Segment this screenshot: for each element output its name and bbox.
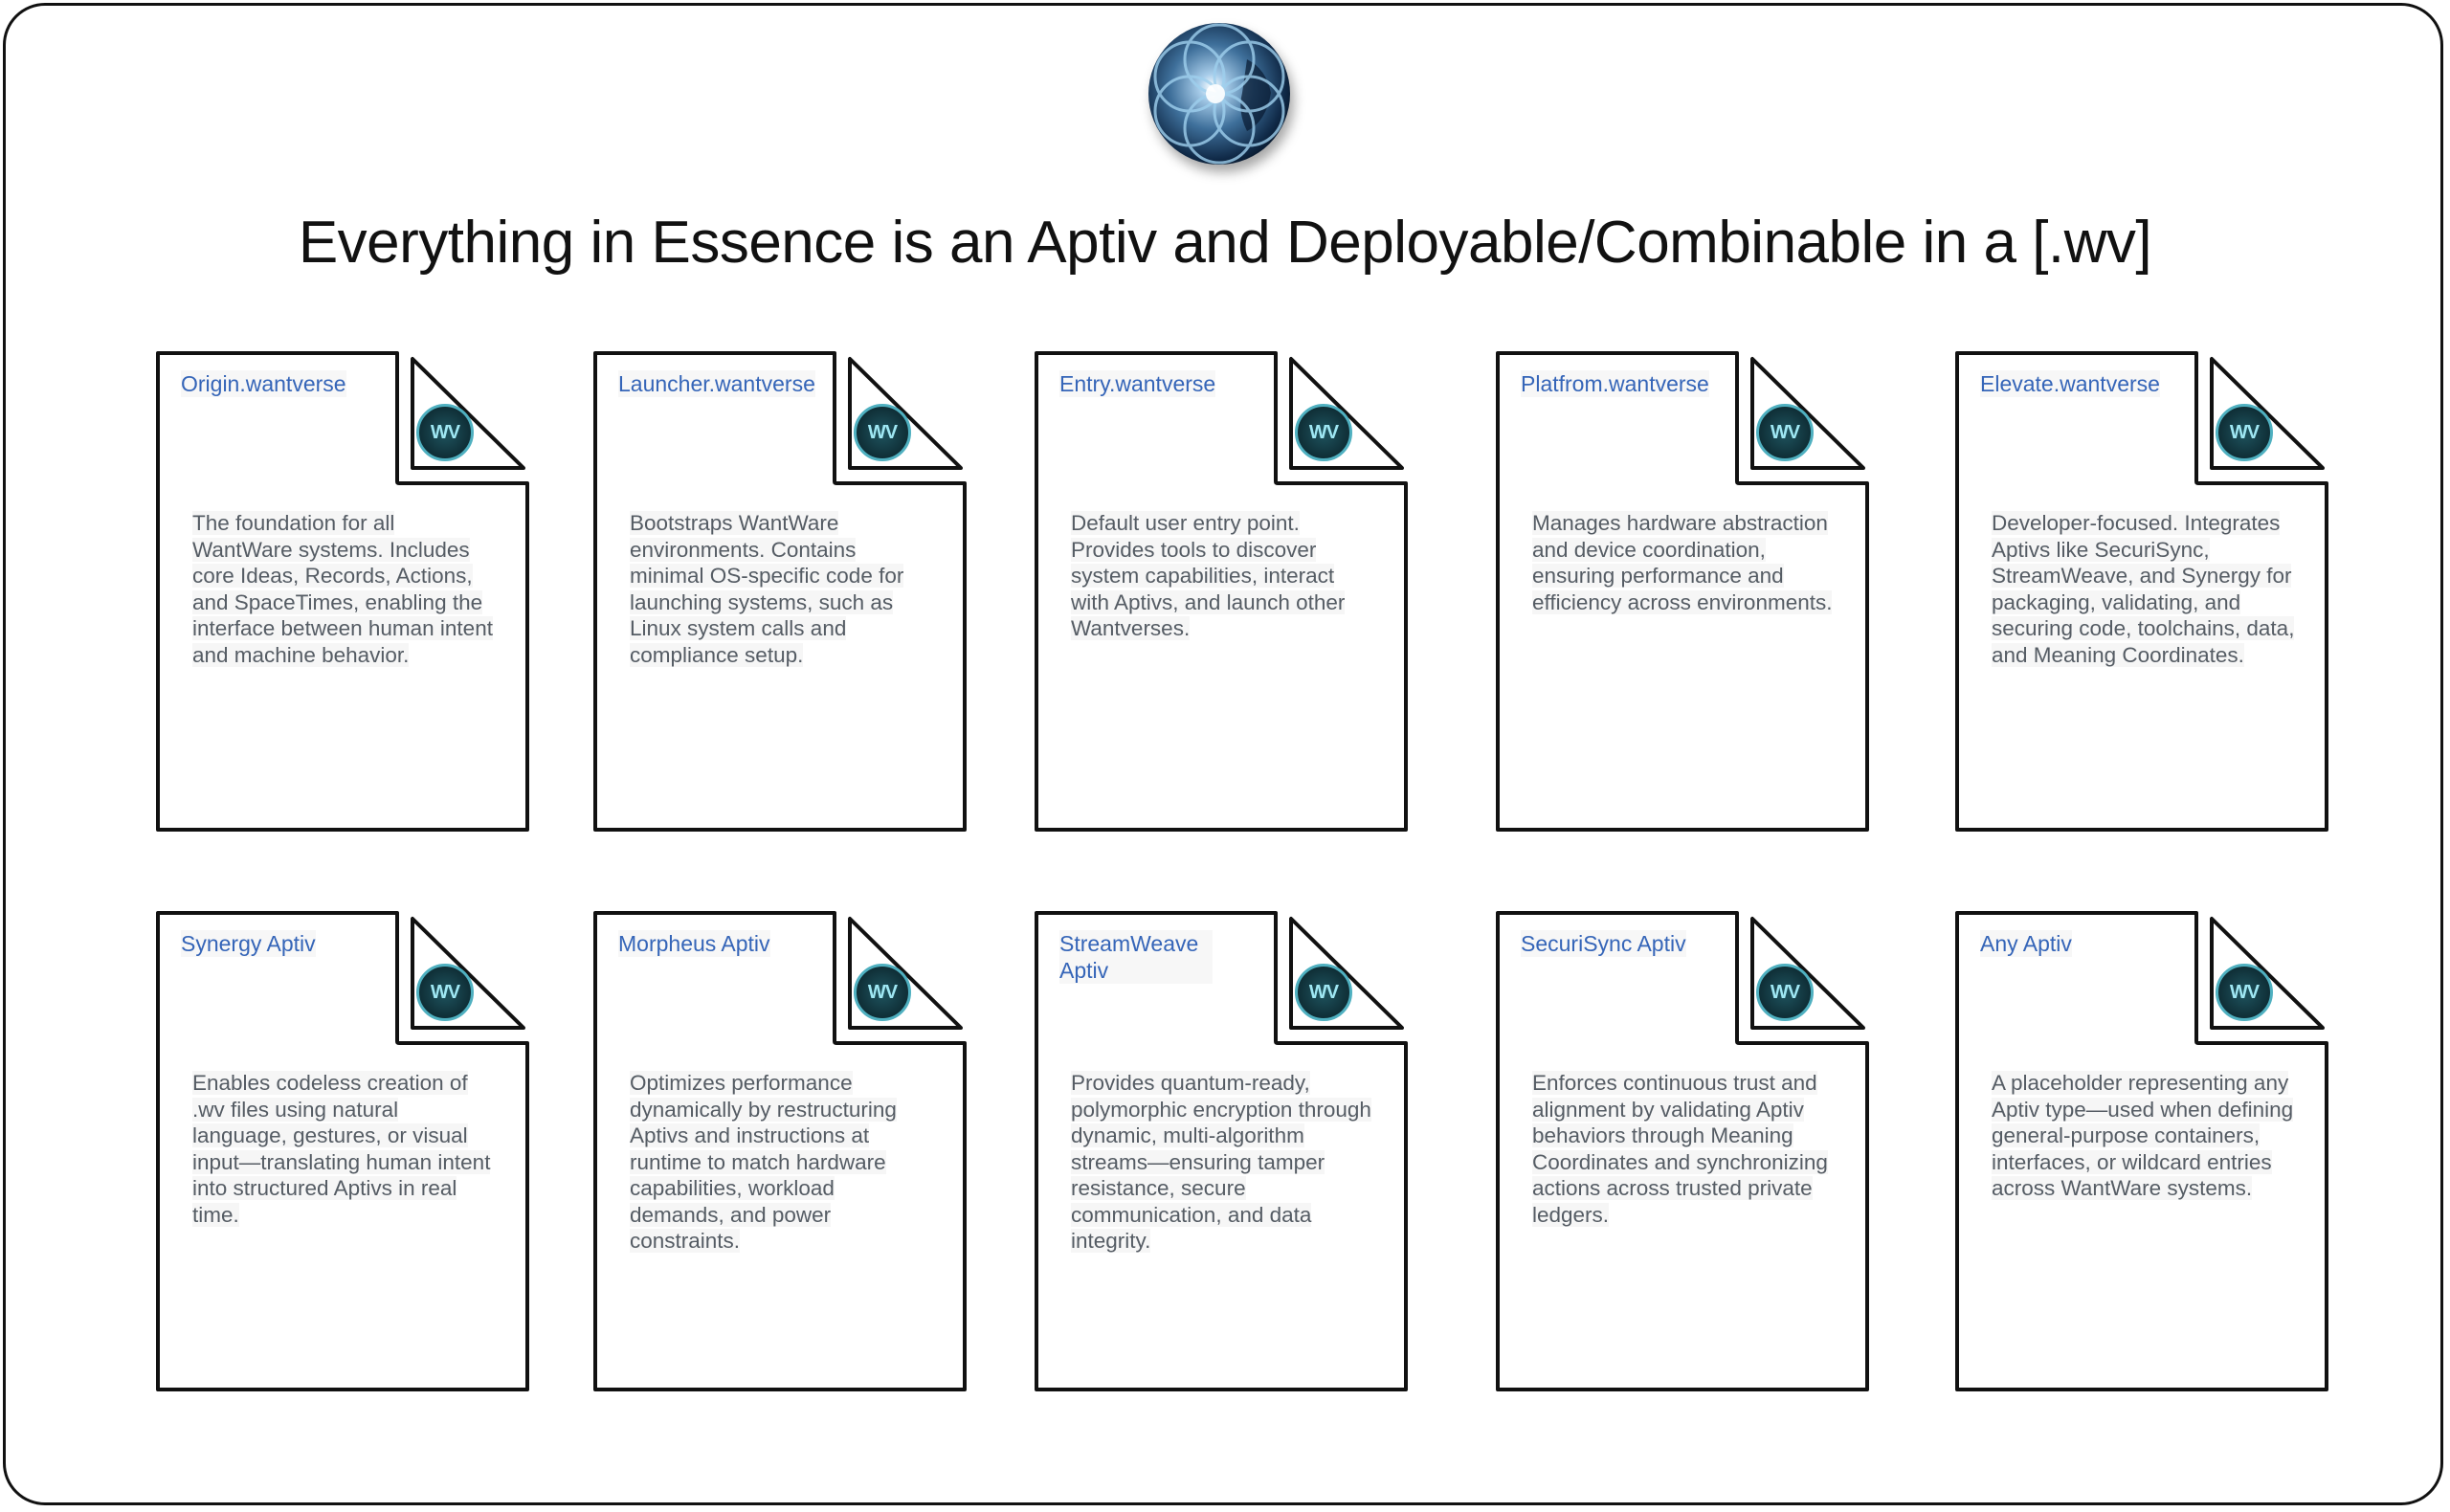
card-title: StreamWeave Aptiv (1059, 930, 1213, 984)
card-title: Launcher.wantverse (618, 370, 815, 397)
wv-badge-icon: WV (854, 404, 911, 461)
card-title: SecuriSync Aptiv (1521, 930, 1686, 957)
card-title: Origin.wantverse (181, 370, 346, 397)
wv-badge-icon: WV (1295, 964, 1352, 1021)
card-description-text: Default user entry point. Provides tools… (1071, 511, 1346, 640)
wv-badge-icon: WV (1756, 964, 1814, 1021)
document-card: WV StreamWeave Aptiv Provides quantum-re… (1035, 911, 1410, 1393)
wv-badge-icon: WV (1756, 404, 1814, 461)
wv-badge-icon: WV (2216, 964, 2273, 1021)
card-description: Manages hardware abstraction and device … (1532, 510, 1837, 615)
card-description: A placeholder representing any Aptiv typ… (1992, 1070, 2296, 1202)
card-description-text: Bootstraps WantWare environments. Contai… (630, 511, 904, 667)
card-description-text: Developer-focused. Integrates Aptivs lik… (1992, 511, 2295, 667)
card-description: Default user entry point. Provides tools… (1071, 510, 1375, 642)
card-title: Any Aptiv (1980, 930, 2072, 957)
wv-badge-icon: WV (1295, 404, 1352, 461)
document-card: WV Launcher.wantverse Bootstraps WantWar… (593, 351, 969, 834)
card-title: Morpheus Aptiv (618, 930, 770, 957)
wv-badge-icon: WV (416, 964, 474, 1021)
document-card: WV Morpheus Aptiv Optimizes performance … (593, 911, 969, 1393)
document-card: WV Synergy Aptiv Enables codeless creati… (156, 911, 531, 1393)
card-title: Synergy Aptiv (181, 930, 316, 957)
card-description: Provides quantum-ready, polymorphic encr… (1071, 1070, 1375, 1255)
card-description: Bootstraps WantWare environments. Contai… (630, 510, 934, 668)
document-card: WV Entry.wantverse Default user entry po… (1035, 351, 1410, 834)
card-description-text: Optimizes performance dynamically by res… (630, 1071, 897, 1253)
wv-badge-icon: WV (2216, 404, 2273, 461)
card-description-text: The foundation for all WantWare systems.… (192, 511, 493, 667)
card-description: The foundation for all WantWare systems.… (192, 510, 497, 668)
canvas-frame (3, 3, 2443, 1505)
card-title: Platfrom.wantverse (1521, 370, 1709, 397)
card-description: Optimizes performance dynamically by res… (630, 1070, 934, 1255)
card-description-text: A placeholder representing any Aptiv typ… (1992, 1071, 2294, 1200)
card-description-text: Provides quantum-ready, polymorphic encr… (1071, 1071, 1371, 1253)
document-card: WV SecuriSync Aptiv Enforces continuous … (1496, 911, 1871, 1393)
wv-badge-icon: WV (416, 404, 474, 461)
card-description: Developer-focused. Integrates Aptivs lik… (1992, 510, 2296, 668)
card-description-text: Enables codeless creation of .wv files u… (192, 1071, 491, 1227)
card-title: Entry.wantverse (1059, 370, 1216, 397)
card-description: Enables codeless creation of .wv files u… (192, 1070, 497, 1228)
document-card: WV Any Aptiv A placeholder representing … (1955, 911, 2330, 1393)
page-title: Everything in Essence is an Aptiv and De… (298, 210, 2152, 276)
wv-badge-icon: WV (854, 964, 911, 1021)
card-description-text: Enforces continuous trust and alignment … (1532, 1071, 1828, 1227)
document-card: WV Platfrom.wantverse Manages hardware a… (1496, 351, 1871, 834)
card-description-text: Manages hardware abstraction and device … (1532, 511, 1833, 614)
document-card: WV Elevate.wantverse Developer-focused. … (1955, 351, 2330, 834)
document-card: WV Origin.wantverse The foundation for a… (156, 351, 531, 834)
card-description: Enforces continuous trust and alignment … (1532, 1070, 1837, 1228)
globe-logo-icon (1148, 23, 1290, 165)
card-title: Elevate.wantverse (1980, 370, 2160, 397)
